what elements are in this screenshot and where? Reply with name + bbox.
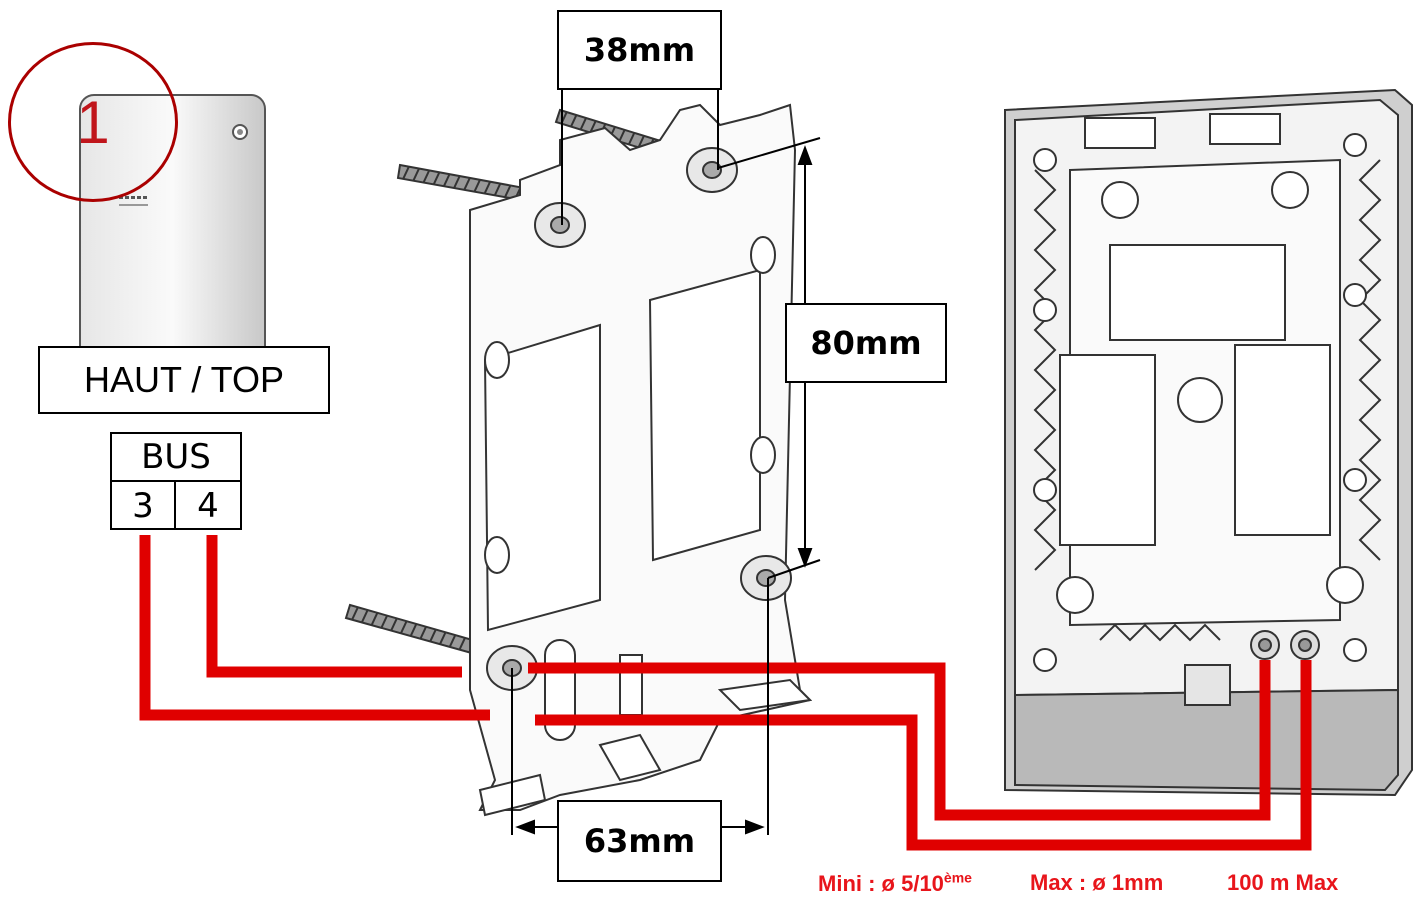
dimension-63mm: 63mm: [557, 800, 722, 882]
bus-wires: [139, 535, 1312, 851]
bus-terminal-3: 3: [112, 482, 176, 530]
dimension-63mm-text: 63mm: [583, 822, 696, 860]
orientation-label-text: HAUT / TOP: [83, 359, 285, 400]
dimension-38mm-text: 38mm: [583, 31, 696, 69]
dimension-80mm-text: 80mm: [810, 324, 922, 362]
wire-terminal-3: [139, 535, 490, 721]
wire-terminal-4: [206, 535, 462, 678]
bus-terminal-4: 4: [197, 486, 219, 526]
wire-specs: Mini : ø 5/10ème: [818, 870, 972, 897]
mounting-bracket: [344, 103, 813, 817]
wall-screw: [344, 603, 492, 659]
step-number-badge: 1: [8, 42, 178, 202]
wire-spec-max: Max : ø 1mm: [1030, 870, 1164, 895]
wire-spec-length: 100 m Max: [1227, 870, 1339, 895]
orientation-label: HAUT / TOP: [38, 346, 330, 414]
wire-terminal-4-continued: [528, 660, 1271, 821]
wire-terminal-3-continued: [535, 660, 1312, 851]
back-housing: [1004, 88, 1413, 797]
bus-title: BUS: [112, 434, 240, 482]
bus-terminal-block: BUS 3 4: [110, 432, 242, 530]
dimension-38mm: 38mm: [557, 10, 722, 90]
wire-spec-mini: Mini : ø 5/10ème: [818, 870, 972, 897]
dimension-80mm: 80mm: [785, 303, 947, 383]
step-number: 1: [76, 88, 110, 156]
